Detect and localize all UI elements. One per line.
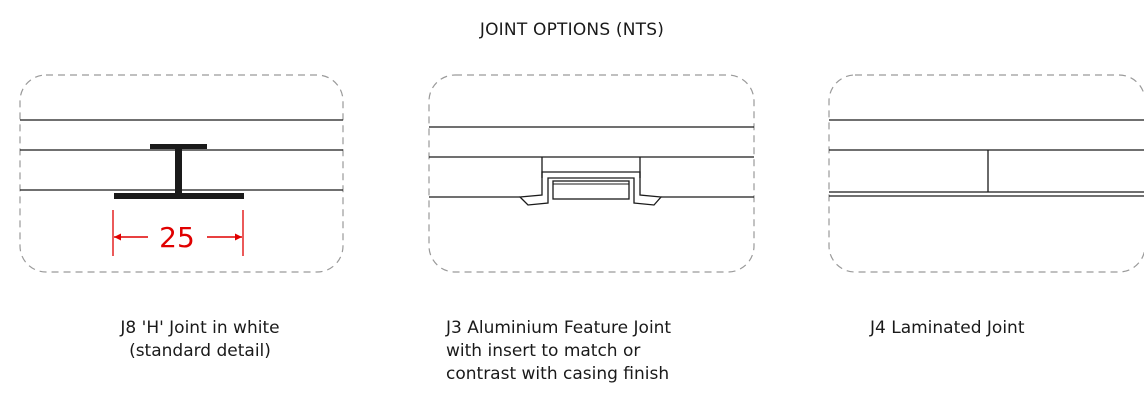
detail-j3-frame xyxy=(428,74,755,273)
caption-j8: J8 'H' Joint in white (standard detail) xyxy=(100,317,300,363)
detail-j4-frame xyxy=(828,74,1144,273)
caption-j3-line-3: contrast with casing finish xyxy=(446,364,670,384)
caption-j4: J4 Laminated Joint xyxy=(870,317,1110,340)
detail-j3 xyxy=(428,74,755,273)
caption-j3-line-2: with insert to match or xyxy=(446,341,641,361)
detail-j3-channel-outer xyxy=(518,171,663,206)
detail-j8-h-bottom-flange xyxy=(114,193,244,199)
caption-j8-line-2: (standard detail) xyxy=(129,341,271,361)
caption-j3-line-1: J3 Aluminium Feature Joint xyxy=(446,318,672,338)
detail-j8-frame xyxy=(19,74,344,273)
detail-j3-insert xyxy=(552,180,630,200)
caption-j3: J3 Aluminium Feature Joint with insert t… xyxy=(446,317,746,386)
caption-j4-line-1: J4 Laminated Joint xyxy=(870,318,1025,338)
detail-j4 xyxy=(828,74,1144,273)
detail-j8: 25 xyxy=(19,74,344,273)
detail-j8-h-top-flange xyxy=(150,144,207,149)
detail-j8-h-web xyxy=(175,147,182,195)
drawing-title: JOINT OPTIONS (NTS) xyxy=(479,20,665,40)
detail-j8-dimension-value: 25 xyxy=(159,221,195,254)
caption-j8-line-1: J8 'H' Joint in white xyxy=(120,318,280,338)
